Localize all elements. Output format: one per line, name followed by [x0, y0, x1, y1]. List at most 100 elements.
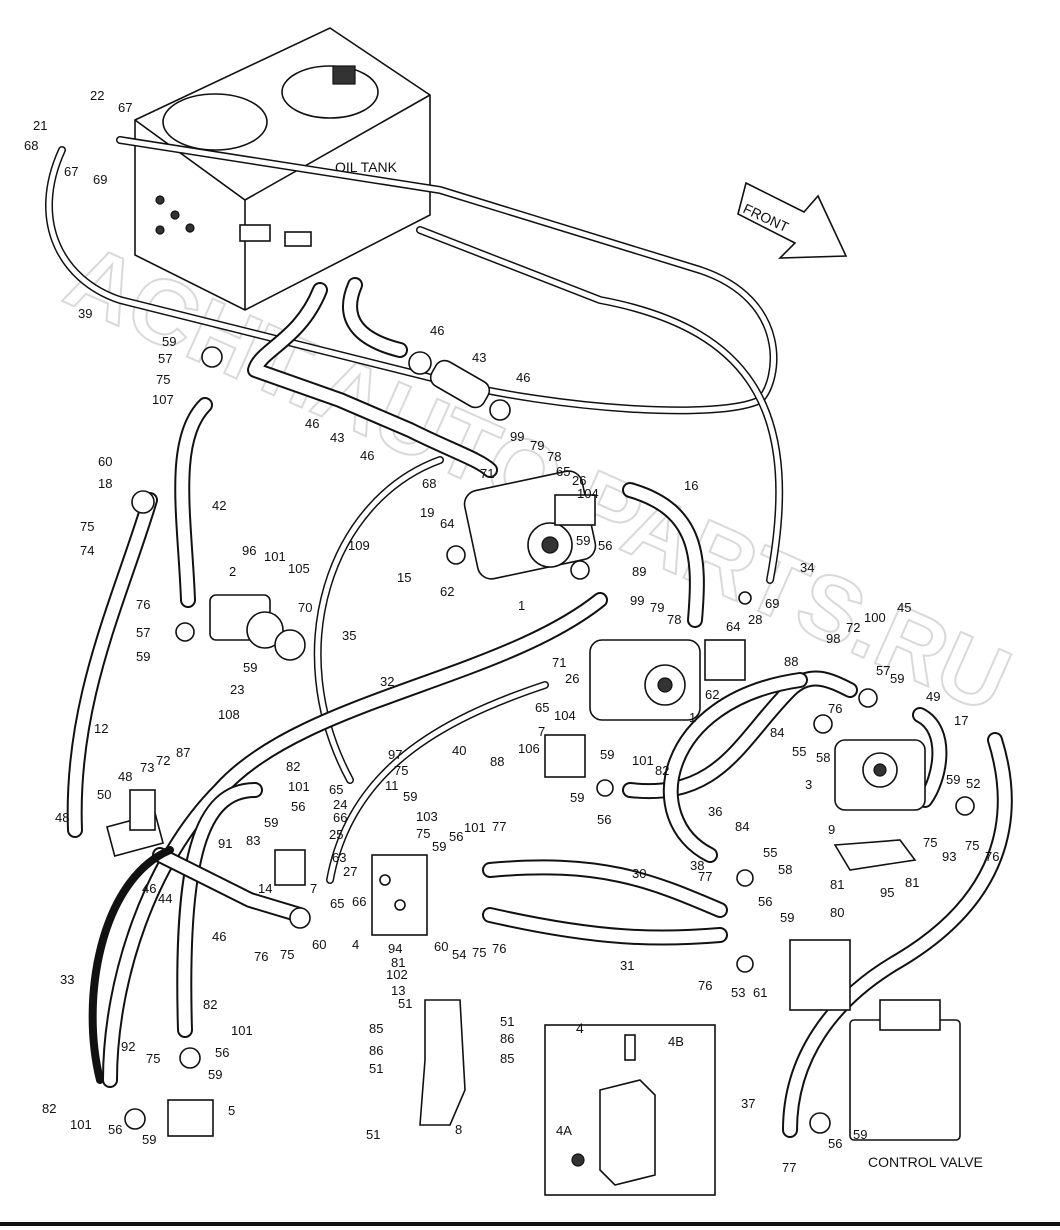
callout: 92	[121, 1039, 135, 1054]
callout: 45	[897, 600, 911, 615]
callout: 59	[432, 839, 446, 854]
callout: 96	[242, 543, 256, 558]
callout: 97	[388, 747, 402, 762]
callout: 54	[452, 947, 466, 962]
callout: 71	[480, 466, 494, 481]
callout: 98	[826, 631, 840, 646]
callout: 59	[780, 910, 794, 925]
callout: 55	[792, 744, 806, 759]
callout: 30	[632, 866, 646, 881]
callout: 57	[158, 351, 172, 366]
callout: 66	[352, 894, 366, 909]
valve-block-4	[371, 854, 428, 936]
block-5	[167, 1099, 214, 1137]
callout: 60	[434, 939, 448, 954]
callout: 12	[94, 721, 108, 736]
callout: 2	[229, 564, 236, 579]
callout: 109	[348, 538, 370, 553]
callout: 62	[705, 687, 719, 702]
callout: 59	[946, 772, 960, 787]
callout: 82	[42, 1101, 56, 1116]
callout: 32	[380, 674, 394, 689]
callout: 58	[816, 750, 830, 765]
callout: 28	[748, 612, 762, 627]
callout: 75	[472, 945, 486, 960]
callout: 7	[538, 724, 545, 739]
front-arrow: FRONT	[737, 181, 848, 259]
callout: 56	[597, 812, 611, 827]
callout: 71	[552, 655, 566, 670]
callout: 75	[156, 372, 170, 387]
callout: 24	[333, 797, 347, 812]
callout: 65	[329, 782, 343, 797]
callout: 86	[369, 1043, 383, 1058]
callout: 87	[176, 745, 190, 760]
callout: 35	[342, 628, 356, 643]
callout: 77	[492, 819, 506, 834]
callout: 82	[655, 763, 669, 778]
callout: 59	[890, 671, 904, 686]
callout: 55	[763, 845, 777, 860]
callout: 76	[698, 978, 712, 993]
callout: 94	[388, 941, 402, 956]
callout: 68	[24, 138, 38, 153]
callout: 5	[228, 1103, 235, 1118]
callout: 65	[556, 464, 570, 479]
callout: 84	[735, 819, 749, 834]
callout: 81	[391, 955, 405, 970]
callout: 1	[689, 710, 696, 725]
callout: 56	[828, 1136, 842, 1151]
callout: 22	[90, 88, 104, 103]
callout: 14	[258, 881, 272, 896]
callout: 82	[286, 759, 300, 774]
callout: 59	[136, 649, 150, 664]
control-valve-title: CONTROL VALVE	[868, 1154, 983, 1170]
callout: 44	[158, 891, 172, 906]
callout: 4A	[556, 1123, 572, 1138]
callout: 82	[203, 997, 217, 1012]
callout: 74	[80, 543, 94, 558]
part-callouts: 22 67 21 68 67 69 39 59 57 75 107 46 43 …	[24, 88, 999, 1175]
callout: 56	[758, 894, 772, 909]
callout: 17	[954, 713, 968, 728]
callout: 11	[385, 778, 399, 793]
callout: 26	[565, 671, 579, 686]
callout: 75	[416, 826, 430, 841]
callout: 46	[430, 323, 444, 338]
bracket-9	[833, 839, 917, 871]
callout: 72	[156, 753, 170, 768]
callout: 36	[708, 804, 722, 819]
callout: 69	[765, 596, 779, 611]
callout: 75	[280, 947, 294, 962]
callout: 58	[778, 862, 792, 877]
callout: 34	[800, 560, 814, 575]
callout: 57	[876, 663, 890, 678]
callout: 56	[108, 1122, 122, 1137]
callout: 18	[98, 476, 112, 491]
callout: 48	[55, 810, 69, 825]
callout: 67	[64, 164, 78, 179]
callout: 77	[698, 869, 712, 884]
callout: 59	[142, 1132, 156, 1147]
callout: 48	[118, 769, 132, 784]
callout: 104	[577, 486, 599, 501]
callout: 69	[93, 172, 107, 187]
callout: 39	[78, 306, 92, 321]
callout: 75	[394, 763, 408, 778]
callout: 43	[330, 430, 344, 445]
callout: 77	[782, 1160, 796, 1175]
callout: 93	[942, 849, 956, 864]
callout: 56	[291, 799, 305, 814]
callout: 64	[440, 516, 454, 531]
callout: 101	[464, 820, 486, 835]
callout: 78	[667, 612, 681, 627]
callout: 8	[455, 1122, 462, 1137]
callout: 73	[140, 760, 154, 775]
block-7	[274, 734, 586, 886]
control-valve: CONTROL VALVE	[789, 939, 983, 1170]
callout: 13	[391, 983, 405, 998]
callout: 59	[243, 660, 257, 675]
callout: 59	[403, 789, 417, 804]
